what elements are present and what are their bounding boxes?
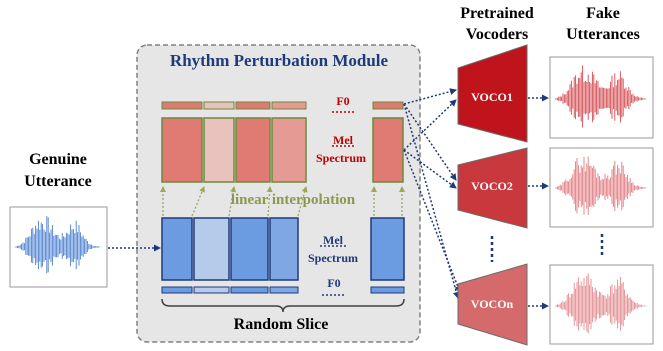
f0-red-bars	[161, 101, 404, 110]
mel-bottom-label-line2: Spectrum	[308, 251, 358, 265]
fake-waveform-n	[555, 273, 648, 334]
fake-waveform-1	[555, 65, 648, 128]
fake-header-line1: Fake	[586, 5, 620, 22]
f0-top-label: F0	[336, 94, 350, 108]
genuine-waveform	[15, 216, 102, 274]
f0-bottom-label: F0	[327, 276, 341, 290]
vocoder-2-label: VOCO2	[471, 179, 513, 193]
random-slice-label: Random Slice	[233, 316, 329, 333]
vocoder-n-label: VOCOn	[470, 297, 514, 311]
vocoder-2-shape	[457, 147, 528, 229]
mel-blue-blocks	[161, 217, 405, 281]
genuine-label-line2: Utterance	[24, 173, 92, 190]
f0-blue-bars	[161, 286, 405, 294]
arrows-vocoders-to-fake	[528, 94, 549, 310]
fake-header-line2: Utterances	[566, 26, 640, 43]
fake-waveform-2	[555, 156, 648, 215]
random-slice-brace	[161, 298, 405, 313]
interpolation-arrows	[160, 186, 405, 217]
vocoders-header-line2: Vocoders	[465, 26, 529, 43]
arrows-module-to-vocoders	[403, 88, 462, 299]
vocoder-n-shape	[457, 263, 528, 346]
vocoder-1-label: VOCO1	[471, 90, 513, 104]
genuine-label-line1: Genuine	[29, 151, 87, 168]
vocoders-header-line1: Pretrained	[460, 5, 534, 22]
mel-red-blocks	[161, 117, 404, 183]
module-title: Rhythm Perturbation Module	[169, 51, 389, 70]
mel-top-label-line2: Spectrum	[316, 151, 366, 165]
interpolation-label: linear interpolation	[230, 192, 356, 208]
mel-bottom-label-line1: Mel	[323, 233, 343, 247]
vocoder-1-shape	[457, 44, 528, 143]
mel-top-label-line1: Mel	[333, 133, 353, 147]
